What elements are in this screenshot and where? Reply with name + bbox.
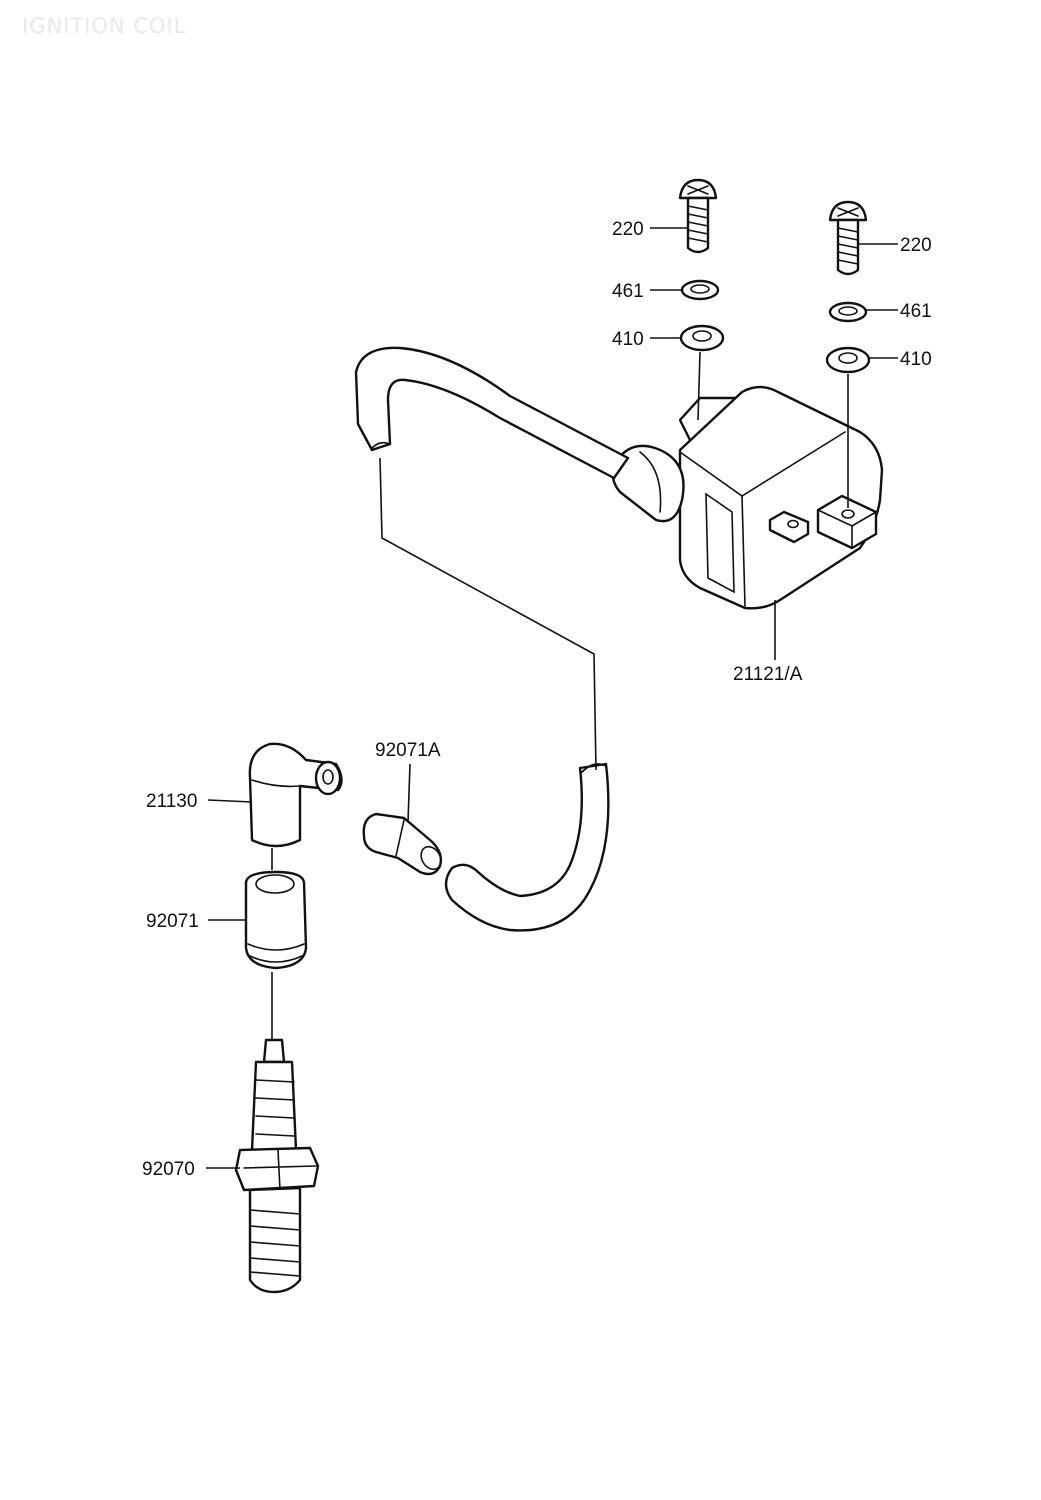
routing-lines xyxy=(379,457,597,771)
label-washer-right: 410 xyxy=(900,349,932,370)
high-tension-lead-lower xyxy=(444,762,610,932)
plug-boot[interactable] xyxy=(244,870,308,970)
label-plug-cap: 21130 xyxy=(146,791,197,812)
label-screw-right: 220 xyxy=(900,235,932,256)
label-screw-left: 220 xyxy=(612,219,644,240)
diagram-title: IGNITION COIL xyxy=(22,14,187,38)
callout-leaders xyxy=(206,227,898,1169)
spark-plug[interactable] xyxy=(234,1038,320,1294)
washer-left[interactable] xyxy=(679,324,725,352)
screw-left[interactable] xyxy=(678,178,718,254)
ignition-coil[interactable] xyxy=(611,385,884,610)
screw-right[interactable] xyxy=(828,200,868,276)
lockwasher-left[interactable] xyxy=(680,279,720,301)
cap-seal[interactable] xyxy=(362,812,445,876)
screw-left-guide xyxy=(697,351,701,421)
label-washer-left: 410 xyxy=(612,329,644,350)
label-spark-plug: 92070 xyxy=(142,1159,195,1180)
plug-cap[interactable] xyxy=(248,742,343,848)
lockwasher-right[interactable] xyxy=(828,301,868,323)
label-plug-boot: 92071 xyxy=(146,911,199,932)
label-ignition-coil: 21121/A xyxy=(733,664,803,685)
label-lockwasher-left: 461 xyxy=(612,281,644,302)
label-lockwasher-right: 461 xyxy=(900,301,932,322)
high-tension-lead-upper xyxy=(354,346,630,480)
label-cap-seal: 92071A xyxy=(375,740,441,761)
washer-right[interactable] xyxy=(825,346,871,374)
